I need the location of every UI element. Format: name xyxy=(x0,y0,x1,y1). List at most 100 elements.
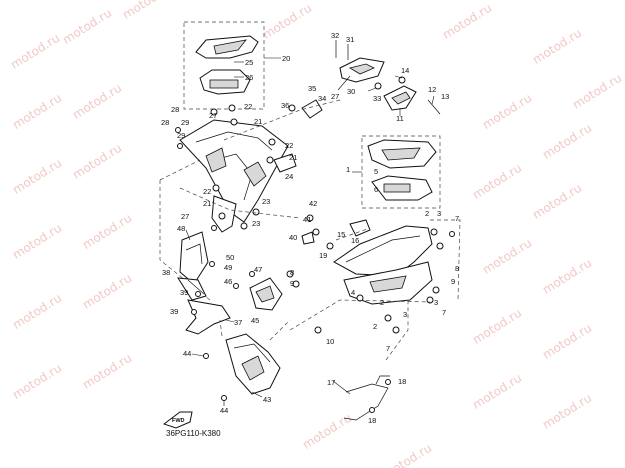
callout: 47 xyxy=(254,265,262,274)
nut-21 xyxy=(230,118,238,126)
grommet-41 xyxy=(312,228,320,236)
screw-47 xyxy=(249,271,255,277)
bracket-45-shade xyxy=(255,285,275,303)
callout: 4 xyxy=(351,288,355,297)
callout: 8 xyxy=(290,268,294,277)
callout: 11 xyxy=(396,114,404,123)
lower-cowl xyxy=(203,319,291,401)
callout: 45 xyxy=(251,316,259,325)
callout: 44 xyxy=(220,406,228,415)
screw-23 xyxy=(252,208,260,216)
stay-48-edge xyxy=(185,243,203,265)
callout: 40 xyxy=(289,233,297,242)
screw-9c xyxy=(292,280,300,288)
callout: 39 xyxy=(170,307,178,316)
bracket-15 xyxy=(349,219,371,237)
dashed-assembly-line xyxy=(335,227,371,241)
callout: 23 xyxy=(252,219,260,228)
callout: 20 xyxy=(282,54,290,63)
decal-5-graphic xyxy=(381,147,421,161)
callout: 28 xyxy=(161,118,169,127)
screw-2 xyxy=(430,228,438,236)
callout: 3 xyxy=(403,310,407,319)
cowling-vent-right xyxy=(243,161,267,187)
callout: 21 xyxy=(203,199,211,208)
screw-22 xyxy=(228,104,236,112)
dashed-assembly-line xyxy=(159,159,201,181)
callout: 13 xyxy=(441,92,449,101)
callout: 49 xyxy=(224,263,232,272)
clip-18b xyxy=(369,407,375,413)
callout: 10 xyxy=(326,337,334,346)
detail-box-upper-decals xyxy=(183,21,281,110)
inner-panel-24 xyxy=(273,153,297,173)
stay-48 xyxy=(179,231,209,285)
callout: 38 xyxy=(162,268,170,277)
callout: 18 xyxy=(368,416,376,425)
leader-line xyxy=(225,319,235,323)
callout: 43 xyxy=(263,395,271,404)
dashed-assembly-line xyxy=(385,300,409,361)
callout: 37 xyxy=(234,318,242,327)
callout: 39 xyxy=(180,288,188,297)
callout: 36 xyxy=(281,101,289,110)
grommet-22b xyxy=(266,156,274,164)
callout: 31 xyxy=(346,35,354,44)
rod-17 xyxy=(343,383,389,421)
callout: 2 xyxy=(380,298,384,307)
callout-labels: 32 31 30 33 14 12 13 11 20 25 26 35 34 2… xyxy=(161,31,459,425)
callout: 42 xyxy=(309,199,317,208)
cowling-edge xyxy=(195,131,273,151)
leader-line xyxy=(185,229,191,241)
callout: 25 xyxy=(245,58,253,67)
screw-4 xyxy=(356,294,364,302)
stay-rod xyxy=(343,300,409,421)
callout: 7 xyxy=(455,214,459,223)
leader-line xyxy=(367,87,377,92)
screw-44 xyxy=(203,353,209,359)
callout: 7 xyxy=(442,308,446,317)
side-fairing xyxy=(286,214,461,334)
dashed-assembly-line xyxy=(219,319,223,337)
callout: 34 xyxy=(318,94,326,103)
nut-22c xyxy=(212,184,220,192)
leader-line xyxy=(394,75,403,79)
screw-27c xyxy=(218,212,226,220)
callout: 32 xyxy=(331,31,339,40)
bracket-30-shade xyxy=(348,63,375,75)
bracket-37 xyxy=(185,299,231,335)
callout: 18 xyxy=(398,377,406,386)
callout: 24 xyxy=(285,172,293,181)
callout: 30 xyxy=(347,87,355,96)
dashed-assembly-line xyxy=(430,219,461,301)
screw-28b xyxy=(175,127,181,133)
callout: 15 xyxy=(337,230,345,239)
catalog-code: 36PG110-K380 xyxy=(166,429,221,438)
fwd-arrow: FWD xyxy=(162,411,193,429)
screw-23b xyxy=(240,222,248,230)
callout: 50 xyxy=(226,253,234,262)
lower-cowl-vent xyxy=(241,355,265,381)
callout: 14 xyxy=(401,66,409,75)
leader-line xyxy=(431,95,435,105)
callout: 46 xyxy=(224,277,232,286)
callout: 27 xyxy=(181,212,189,221)
screw-36 xyxy=(288,104,296,112)
leader-line xyxy=(251,391,263,398)
callout: 22 xyxy=(244,102,252,111)
callout: 17 xyxy=(327,378,335,387)
callout: 16 xyxy=(351,236,359,245)
lower-cowl-edge xyxy=(233,343,271,363)
callout: 41 xyxy=(303,215,311,224)
callout: 3 xyxy=(434,298,438,307)
detail-box-side-decals xyxy=(352,135,441,209)
callout: 29 xyxy=(177,131,185,140)
screw-49 xyxy=(209,261,215,267)
grommet-33 xyxy=(374,82,382,90)
screw-50 xyxy=(211,225,217,231)
callout: 44 xyxy=(183,349,191,358)
callout: 33 xyxy=(373,94,381,103)
cowling-inner-edge xyxy=(213,153,253,201)
grommet-22 xyxy=(268,138,276,146)
screw-39 xyxy=(195,291,201,297)
